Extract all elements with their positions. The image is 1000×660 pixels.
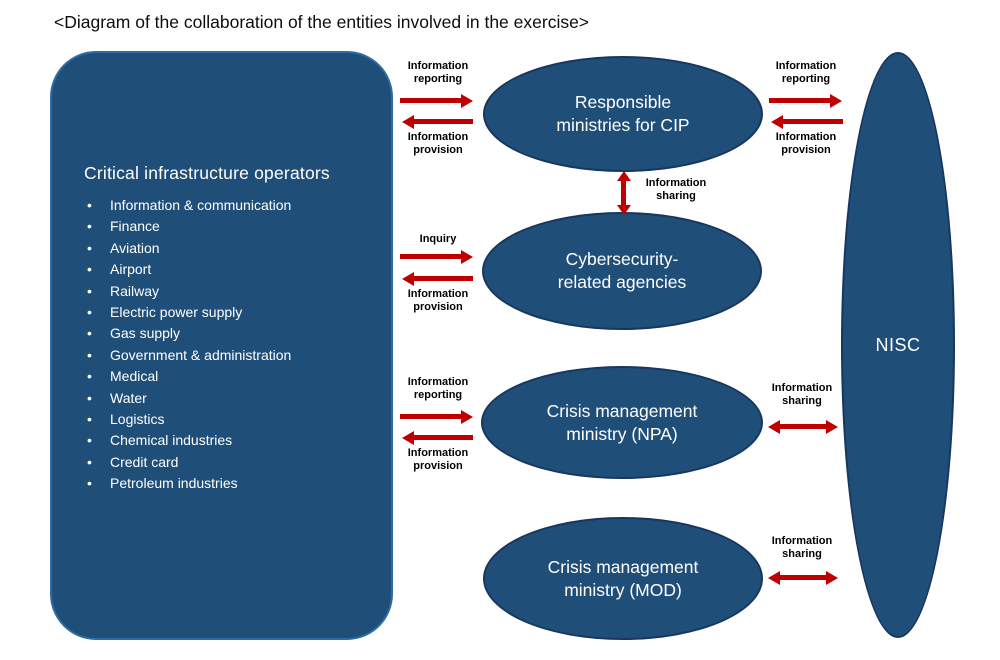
arrow-npa-nisc-sharing xyxy=(780,424,826,429)
label-op-cip-reporting: Information reporting xyxy=(407,60,469,85)
arrow-operators-to-cip-reporting xyxy=(400,98,461,103)
label-op-cyber-provision: Information provision xyxy=(407,288,469,313)
operator-item: Chemical industries xyxy=(87,430,291,452)
arrow-operators-to-npa-reporting xyxy=(400,414,461,419)
label-npa-nisc-sharing: Information sharing xyxy=(771,382,833,407)
operator-item: Electric power supply xyxy=(87,302,291,324)
label-mod-nisc-sharing: Information sharing xyxy=(771,535,833,560)
label-op-cyber-inquiry: Inquiry xyxy=(419,233,457,245)
operator-item: Credit card xyxy=(87,452,291,474)
operators-list: Information & communicationFinanceAviati… xyxy=(87,195,291,495)
operator-item: Information & communication xyxy=(87,195,291,217)
arrow-mod-nisc-sharing xyxy=(780,575,826,580)
operator-item: Aviation xyxy=(87,238,291,260)
label-op-cip-provision: Information provision xyxy=(407,131,469,156)
operator-item: Medical xyxy=(87,366,291,388)
entity-nisc: NISC xyxy=(841,52,955,638)
entity-nisc-label: NISC xyxy=(875,334,921,355)
arrow-cip-to-nisc-reporting xyxy=(769,98,830,103)
operators-box: Critical infrastructure operators Inform… xyxy=(50,51,393,640)
label-cip-nisc-reporting: Information reporting xyxy=(775,60,837,85)
operator-item: Airport xyxy=(87,259,291,281)
operator-item: Logistics xyxy=(87,409,291,431)
label-cip-nisc-provision: Information provision xyxy=(775,131,837,156)
label-op-npa-reporting: Information reporting xyxy=(407,376,469,401)
entity-crisis-management-ministry-npa-label: Crisis management ministry (NPA) xyxy=(546,400,698,444)
entity-crisis-management-ministry-npa: Crisis management ministry (NPA) xyxy=(481,366,763,479)
entity-cybersecurity-related-agencies: Cybersecurity- related agencies xyxy=(482,212,762,330)
operator-item: Gas supply xyxy=(87,323,291,345)
arrow-operators-to-cyber-inquiry xyxy=(400,254,461,259)
entity-responsible-ministries-cip: Responsible ministries for CIP xyxy=(483,56,763,172)
operator-item: Water xyxy=(87,388,291,410)
operator-item: Finance xyxy=(87,216,291,238)
operator-item: Government & administration xyxy=(87,345,291,367)
label-op-npa-provision: Information provision xyxy=(407,447,469,472)
entity-crisis-management-ministry-mod-label: Crisis management ministry (MOD) xyxy=(547,556,699,600)
entity-cybersecurity-related-agencies-label: Cybersecurity- related agencies xyxy=(557,249,687,292)
arrow-cip-to-operators-provision xyxy=(414,119,473,124)
operator-item: Railway xyxy=(87,281,291,303)
label-cip-cyber-sharing: Information sharing xyxy=(645,177,707,202)
arrow-cyber-to-operators-provision xyxy=(414,276,473,281)
entity-responsible-ministries-cip-label: Responsible ministries for CIP xyxy=(556,92,690,135)
page-title: <Diagram of the collaboration of the ent… xyxy=(54,12,590,32)
operator-item: Petroleum industries xyxy=(87,473,291,495)
entity-crisis-management-ministry-mod: Crisis management ministry (MOD) xyxy=(483,517,763,640)
arrow-nisc-to-cip-provision xyxy=(783,119,843,124)
operators-box-title: Critical infrastructure operators xyxy=(84,163,330,183)
arrow-npa-to-operators-provision xyxy=(414,435,473,440)
arrow-cip-cyber-sharing xyxy=(621,181,626,205)
